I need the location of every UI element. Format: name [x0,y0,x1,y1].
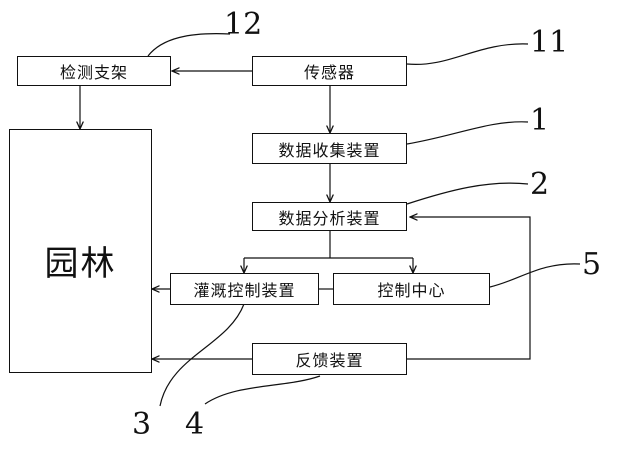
reference-number-11: 11 [530,25,569,60]
garden-label: 园林 [44,244,117,284]
data-analysis-label: 数据分析装置 [278,208,381,228]
reference-number-5: 5 [582,247,602,282]
data-collection-label: 数据收集装置 [278,140,381,160]
feedback-box: 反馈装置 [252,343,407,375]
reference-number-12: 12 [224,7,263,42]
leader-line-2 [406,182,529,205]
data-analysis-box: 数据分析装置 [252,202,407,231]
leader-line-12 [147,33,231,57]
leader-line-1 [406,121,529,145]
garden-box: 园林 [9,129,152,373]
control-center-box: 控制中心 [333,273,490,305]
leader-line-3 [159,303,245,407]
data-collection-box: 数据收集装置 [252,133,407,164]
sensor-box: 传感器 [252,56,407,86]
control-center-label: 控制中心 [377,281,446,300]
feedback-label: 反馈装置 [295,351,364,370]
irrigation-control-label: 灌溉控制装置 [193,281,296,300]
leader-line-11 [406,43,529,66]
leader-line-4 [204,375,321,405]
reference-number-3: 3 [132,407,152,442]
detection-bracket-box: 检测支架 [17,56,171,86]
detection-bracket-label: 检测支架 [59,63,128,82]
reference-number-1: 1 [530,103,550,138]
leader-line-5 [489,263,581,288]
arrow-feedback-to-analysis-loop [407,217,531,360]
reference-number-2: 2 [530,167,550,202]
reference-number-4: 4 [185,407,205,442]
sensor-label: 传感器 [303,63,355,82]
irrigation-control-box: 灌溉控制装置 [170,273,319,305]
